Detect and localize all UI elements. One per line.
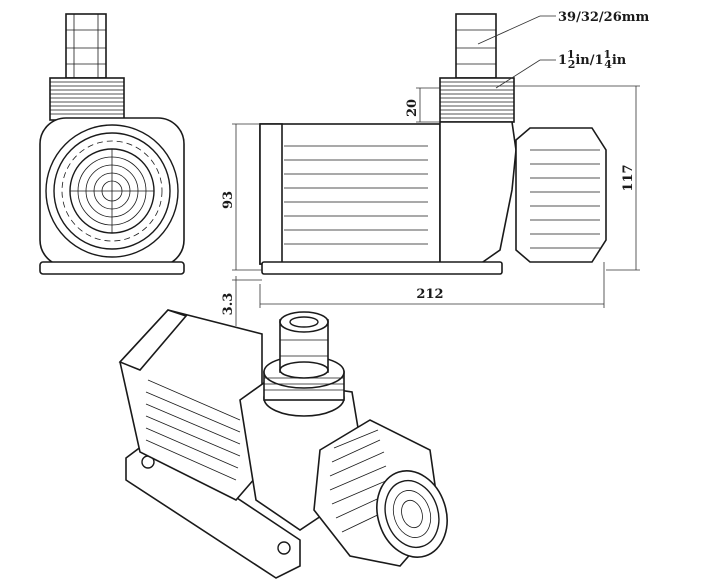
side-cooling-fins: [284, 145, 428, 245]
side-volute: [439, 121, 517, 265]
front-view: [39, 13, 185, 275]
side-intake-cage: [515, 127, 607, 263]
label-hose-barb-sizes: 39/32/26mm: [558, 10, 650, 25]
iso-cooling-fins: [145, 379, 241, 481]
label-body-height: 93: [221, 191, 236, 209]
side-motor-body: [259, 123, 441, 265]
front-base: [39, 261, 185, 275]
iso-intake-cage: [313, 419, 448, 567]
iso-hose-barb: [279, 311, 329, 379]
label-base-offset: 3.3: [221, 293, 236, 316]
side-thread: [439, 77, 515, 123]
isometric-view: [118, 309, 448, 579]
front-hose-barb: [65, 13, 107, 79]
side-hose-barb: [455, 13, 497, 79]
label-thread-height: 20: [405, 99, 420, 117]
front-intake-grille: [45, 124, 179, 258]
side-base: [261, 261, 503, 275]
dimension-lines: [232, 15, 640, 326]
side-view: [259, 13, 607, 275]
label-length: 212: [416, 287, 443, 302]
front-thread: [49, 77, 125, 121]
label-total-height: 117: [621, 164, 636, 191]
